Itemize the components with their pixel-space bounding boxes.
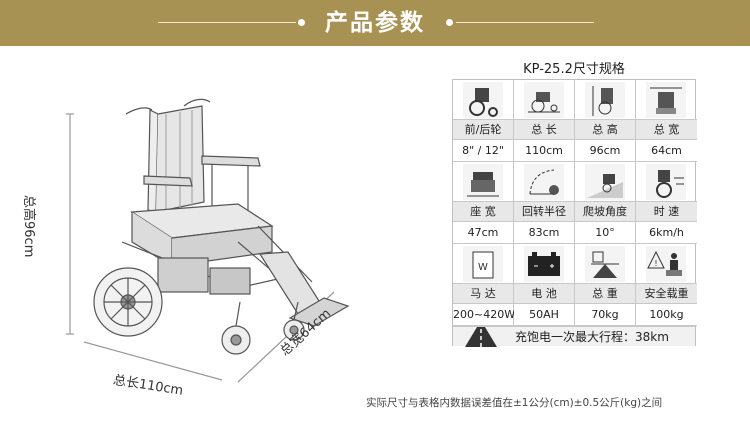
total-width-icon [646, 82, 686, 118]
spec-table-title: KP-25.2尺寸规格 [523, 62, 625, 77]
spec-icon-cell [453, 162, 514, 202]
spec-icon-cell [575, 244, 636, 284]
spec-label: 总 高 [575, 120, 636, 140]
spec-icon-cell [514, 244, 575, 284]
spec-value: 70kg [575, 304, 636, 326]
spec-value: 8" / 12" [453, 140, 514, 162]
total-height-icon [585, 82, 625, 118]
spec-label: 电 池 [514, 284, 575, 304]
spec-icon-cell: ! [636, 244, 697, 284]
road-icon [465, 327, 497, 347]
turning-radius-icon [524, 164, 564, 200]
spec-value: 50AH [514, 304, 575, 326]
spec-label: 马 达 [453, 284, 514, 304]
spec-value: 100kg [636, 304, 697, 326]
spec-label: 时 速 [636, 202, 697, 222]
spec-label: 回转半径 [514, 202, 575, 222]
spec-value: 47cm [453, 222, 514, 244]
max-range-row: 充饱电一次最大行程：38km [453, 326, 695, 347]
spec-value: 110cm [514, 140, 575, 162]
speed-icon [646, 164, 686, 200]
tolerance-footnote: 实际尺寸与表格内数据误差值在±1公分(cm)±0.5公斤(kg)之间 [366, 397, 663, 409]
wheelchair-illustration [66, 98, 350, 383]
header-decor-line-left [158, 22, 296, 23]
spec-value: 6km/h [636, 222, 697, 244]
spec-icon-cell [575, 80, 636, 120]
spec-icon-cell [636, 80, 697, 120]
spec-label: 座 宽 [453, 202, 514, 222]
spec-value: 96cm [575, 140, 636, 162]
spec-value: 83cm [514, 222, 575, 244]
spec-icon-cell [514, 162, 575, 202]
header-decor-dot-left [298, 19, 305, 26]
spec-value: 10° [575, 222, 636, 244]
spec-value: 64cm [636, 140, 697, 162]
max-range-text: 充饱电一次最大行程：38km [515, 330, 669, 344]
spec-label: 前/后轮 [453, 120, 514, 140]
motor-icon: W [463, 246, 503, 282]
header-decor-line-right [456, 22, 594, 23]
spec-label: 安全载重 [636, 284, 697, 304]
spec-icon-cell: W [453, 244, 514, 284]
total-height-dimension: 总高96cm [21, 195, 36, 258]
spec-label: 爬坡角度 [575, 202, 636, 222]
spec-icon-cell [453, 80, 514, 120]
page-title: 产品参数 [325, 10, 425, 36]
climbing-angle-icon [585, 164, 625, 200]
safe-load-icon: ! [646, 246, 686, 282]
svg-text:!: ! [654, 259, 657, 268]
svg-text:W: W [478, 262, 488, 273]
seat-width-icon [463, 164, 503, 200]
header-banner [0, 0, 750, 46]
spec-value: 200~420W [453, 304, 515, 326]
total-length-icon [524, 82, 564, 118]
spec-icon-cell [575, 162, 636, 202]
spec-icon-cell [636, 162, 697, 202]
spec-label: 总 重 [575, 284, 636, 304]
front-rear-wheel-icon [463, 82, 503, 118]
spec-icon-cell [514, 80, 575, 120]
spec-label: 总 长 [514, 120, 575, 140]
total-weight-icon [585, 246, 625, 282]
header-decor-dot-right [446, 19, 453, 26]
battery-icon [524, 246, 564, 282]
spec-label: 总 宽 [636, 120, 697, 140]
